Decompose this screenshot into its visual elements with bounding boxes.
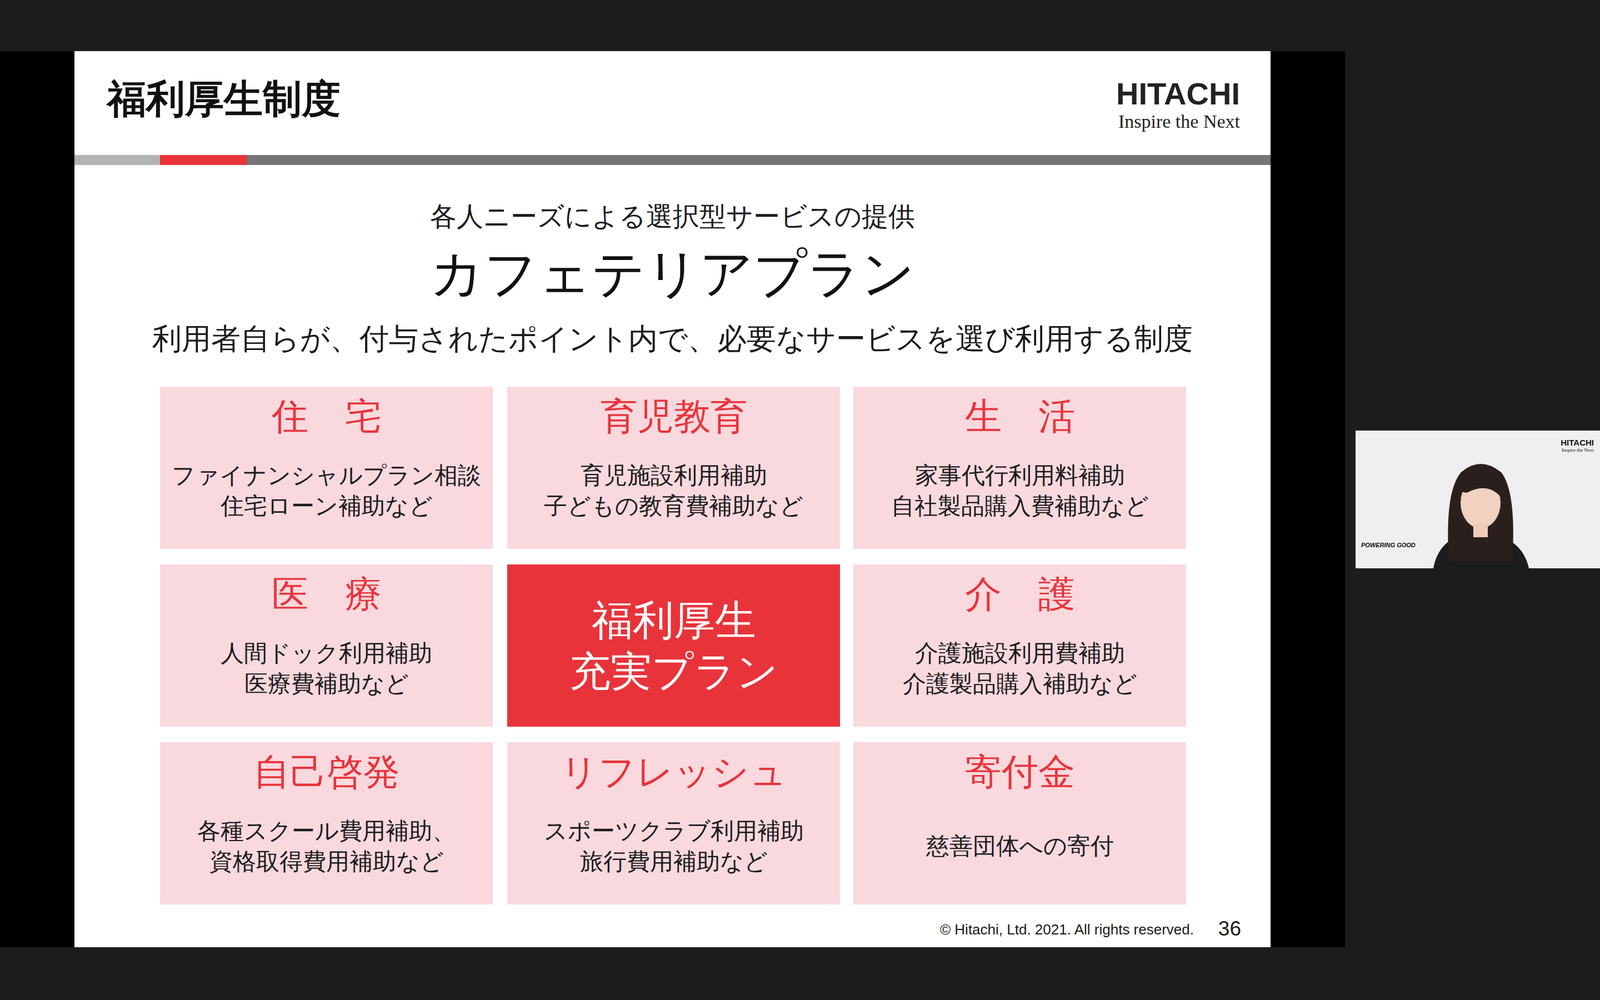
box-body: 慈善団体への寄付	[926, 793, 1114, 899]
webcam-thumbnail: HITACHIInspire the NextPOWERING GOOD	[1355, 430, 1600, 569]
box-heading: 自己啓発	[253, 750, 400, 794]
box-body: スポーツクラブ利用補助 旅行費用補助など	[512, 793, 835, 899]
subtitle: 各人ニーズによる選択型サービスの提供	[74, 200, 1271, 233]
slide: 福利厚生制度 HITACHIInspire the Next 各人ニーズによる選択型…	[74, 51, 1271, 948]
highlight-box: 福利厚生 充実プラン	[507, 564, 840, 727]
category-box: リフレッシュスポーツクラブ利用補助 旅行費用補助など	[507, 742, 840, 905]
main-heading: カフェテリアプラン	[74, 241, 1271, 305]
logo-text: HITACHI	[1116, 76, 1240, 112]
box-body: 各種スクール費用補助、 資格取得費用補助など	[165, 793, 488, 899]
category-box: 住 宅ファイナンシャルプラン相談 住宅ローン補助など	[160, 386, 493, 549]
description: 利用者自らが、付与されたポイント内で、必要なサービスを選び利用する制度	[74, 321, 1271, 357]
box-heading: 寄付金	[965, 750, 1075, 794]
category-box: 医 療人間ドック利用補助 医療費補助など	[160, 564, 493, 727]
box-body: 育児施設利用補助 子どもの教育費補助など	[512, 438, 835, 544]
box-heading: 住 宅	[271, 394, 382, 439]
box-heading: 生 活	[965, 394, 1075, 439]
slide-title: 福利厚生制度	[107, 75, 341, 123]
box-heading: 育児教育	[600, 394, 748, 439]
category-box: 介 護介護施設利用費補助 介護製品購入補助など	[853, 564, 1187, 727]
box-heading: リフレッシュ	[560, 750, 788, 794]
logo-text: HITACHI	[1560, 438, 1594, 448]
box-heading: 医 療	[271, 572, 382, 617]
black-area	[0, 51, 1345, 948]
box-body: 家事代行利用料補助 自社製品購入費補助など	[858, 438, 1181, 544]
category-box: 生 活家事代行利用料補助 自社製品購入費補助など	[853, 386, 1187, 549]
logo-tagline: Inspire the Next	[1118, 111, 1240, 132]
copyright: © Hitachi, Ltd. 2021. All rights reserve…	[940, 921, 1194, 939]
bar-gray	[74, 155, 160, 165]
category-box: 育児教育育児施設利用補助 子どもの教育費補助など	[507, 386, 840, 549]
box-heading: 福利厚生 充実プラン	[512, 594, 835, 698]
category-box: 自己啓発各種スクール費用補助、 資格取得費用補助など	[160, 742, 493, 905]
logo-tagline: Inspire the Next	[1561, 447, 1594, 454]
box-body: ファイナンシャルプラン相談 住宅ローン補助など	[165, 438, 488, 544]
box-body: 介護施設利用費補助 介護製品購入補助など	[858, 616, 1181, 722]
page-number: 36	[1218, 916, 1242, 942]
box-heading: 介 護	[965, 572, 1075, 617]
slogan: POWERING GOOD	[1361, 541, 1416, 549]
bar-red	[160, 155, 247, 165]
category-box: 寄付金慈善団体への寄付	[853, 742, 1187, 905]
box-body: 人間ドック利用補助 医療費補助など	[165, 616, 488, 722]
bar-dark	[246, 155, 1271, 165]
